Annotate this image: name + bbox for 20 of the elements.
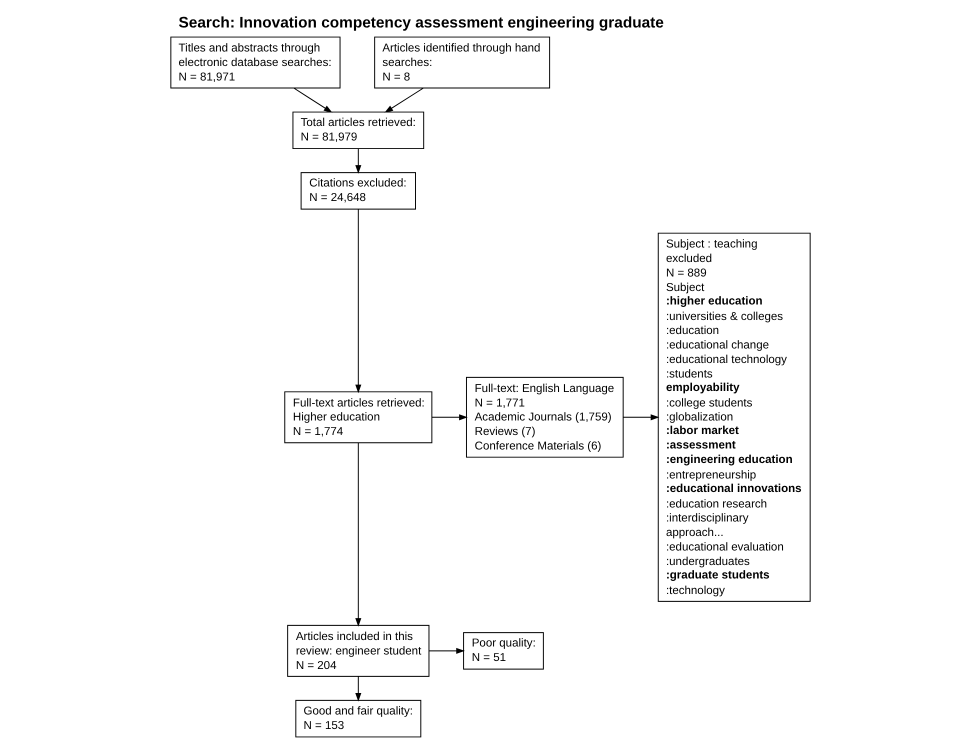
node-box: Good and fair quality: N = 153: [294, 700, 421, 738]
arrow: [430, 414, 468, 420]
node-box: Full-text articles retrieved: Higher education N = 1,774: [284, 391, 432, 444]
node-box: Titles and abstracts through electronic database searches: N = 81,971: [170, 36, 340, 88]
arrow: [354, 442, 361, 627]
arrow: [292, 88, 332, 113]
node-box: Total articles retrieved: N = 81,979: [292, 112, 424, 150]
node-box: Articles identified through hand searches: N = 8: [374, 36, 550, 88]
arrow: [354, 148, 361, 174]
arrow: [354, 676, 361, 702]
arrow: [622, 414, 659, 420]
node-box: Articles included in this review: engineer student N = 204: [286, 624, 429, 677]
arrow: [384, 88, 424, 113]
node-box: Citations excluded: N = 24,648: [300, 172, 416, 210]
diagram-title: Search: Innovation competency assessment engineering graduate: [178, 14, 664, 32]
node-box: Full-text: English Language N = 1,771 Academic Journals (1,759) Reviews (7) Conference Materials (6): [465, 376, 624, 458]
node-box: Subject : teaching excluded N = 889 Subject :higher education :universities & colleges :education :educational change :educational technology :students employability :college students :globalization :labor market :assessment :engineering education :entrepreneurship :educational innovations :education research :interdisciplinary approach... :educational evaluation :undergraduates :graduate students :technology: [657, 232, 810, 602]
node-box: Poor quality: N = 51: [462, 632, 544, 670]
arrow: [354, 208, 361, 394]
arrow: [428, 648, 464, 654]
